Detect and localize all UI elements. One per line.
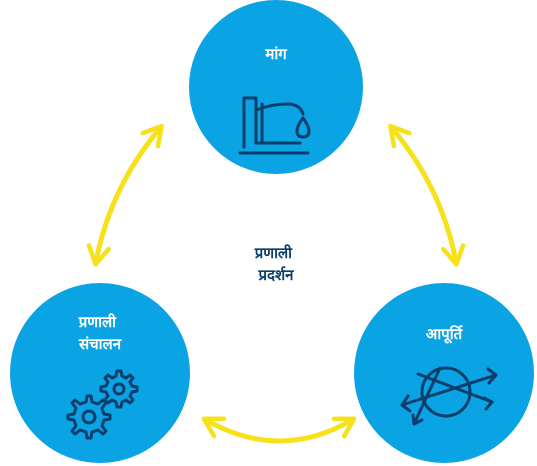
node-operations-label-line-1: प्रणाली: [78, 313, 117, 331]
node-supply-circle: [354, 283, 534, 463]
node-supply-label-line-1: आपूर्ति: [426, 325, 464, 344]
center-label-line-1: प्रणाली: [254, 244, 293, 262]
node-demand-circle: [189, 0, 363, 174]
arrow-demand-supply: [388, 123, 466, 267]
faucet-icon: [238, 96, 311, 155]
node-operations-circle: [10, 283, 190, 463]
center-label-line-2: प्रदर्शन: [257, 266, 294, 284]
arrow-operations-supply: [201, 416, 357, 444]
node-operations: प्रणाली संचालन: [10, 283, 190, 463]
node-supply: आपूर्ति: [354, 283, 534, 463]
center-label: प्रणाली प्रदर्शन: [254, 244, 298, 284]
node-operations-label: प्रणाली संचालन: [78, 313, 122, 353]
node-supply-label: आपूर्ति: [426, 325, 464, 344]
node-operations-label-line-2: संचालन: [78, 335, 122, 353]
gears-icon: [66, 369, 139, 440]
compass-arrows-icon: [400, 366, 498, 426]
arrow-demand-operations: [86, 123, 164, 267]
node-demand: मांग: [189, 0, 363, 174]
node-demand-label: मांग: [264, 45, 287, 63]
gear-small-icon: [99, 369, 139, 409]
gear-large-icon: [66, 394, 112, 440]
node-demand-label-line-1: मांग: [264, 45, 287, 63]
